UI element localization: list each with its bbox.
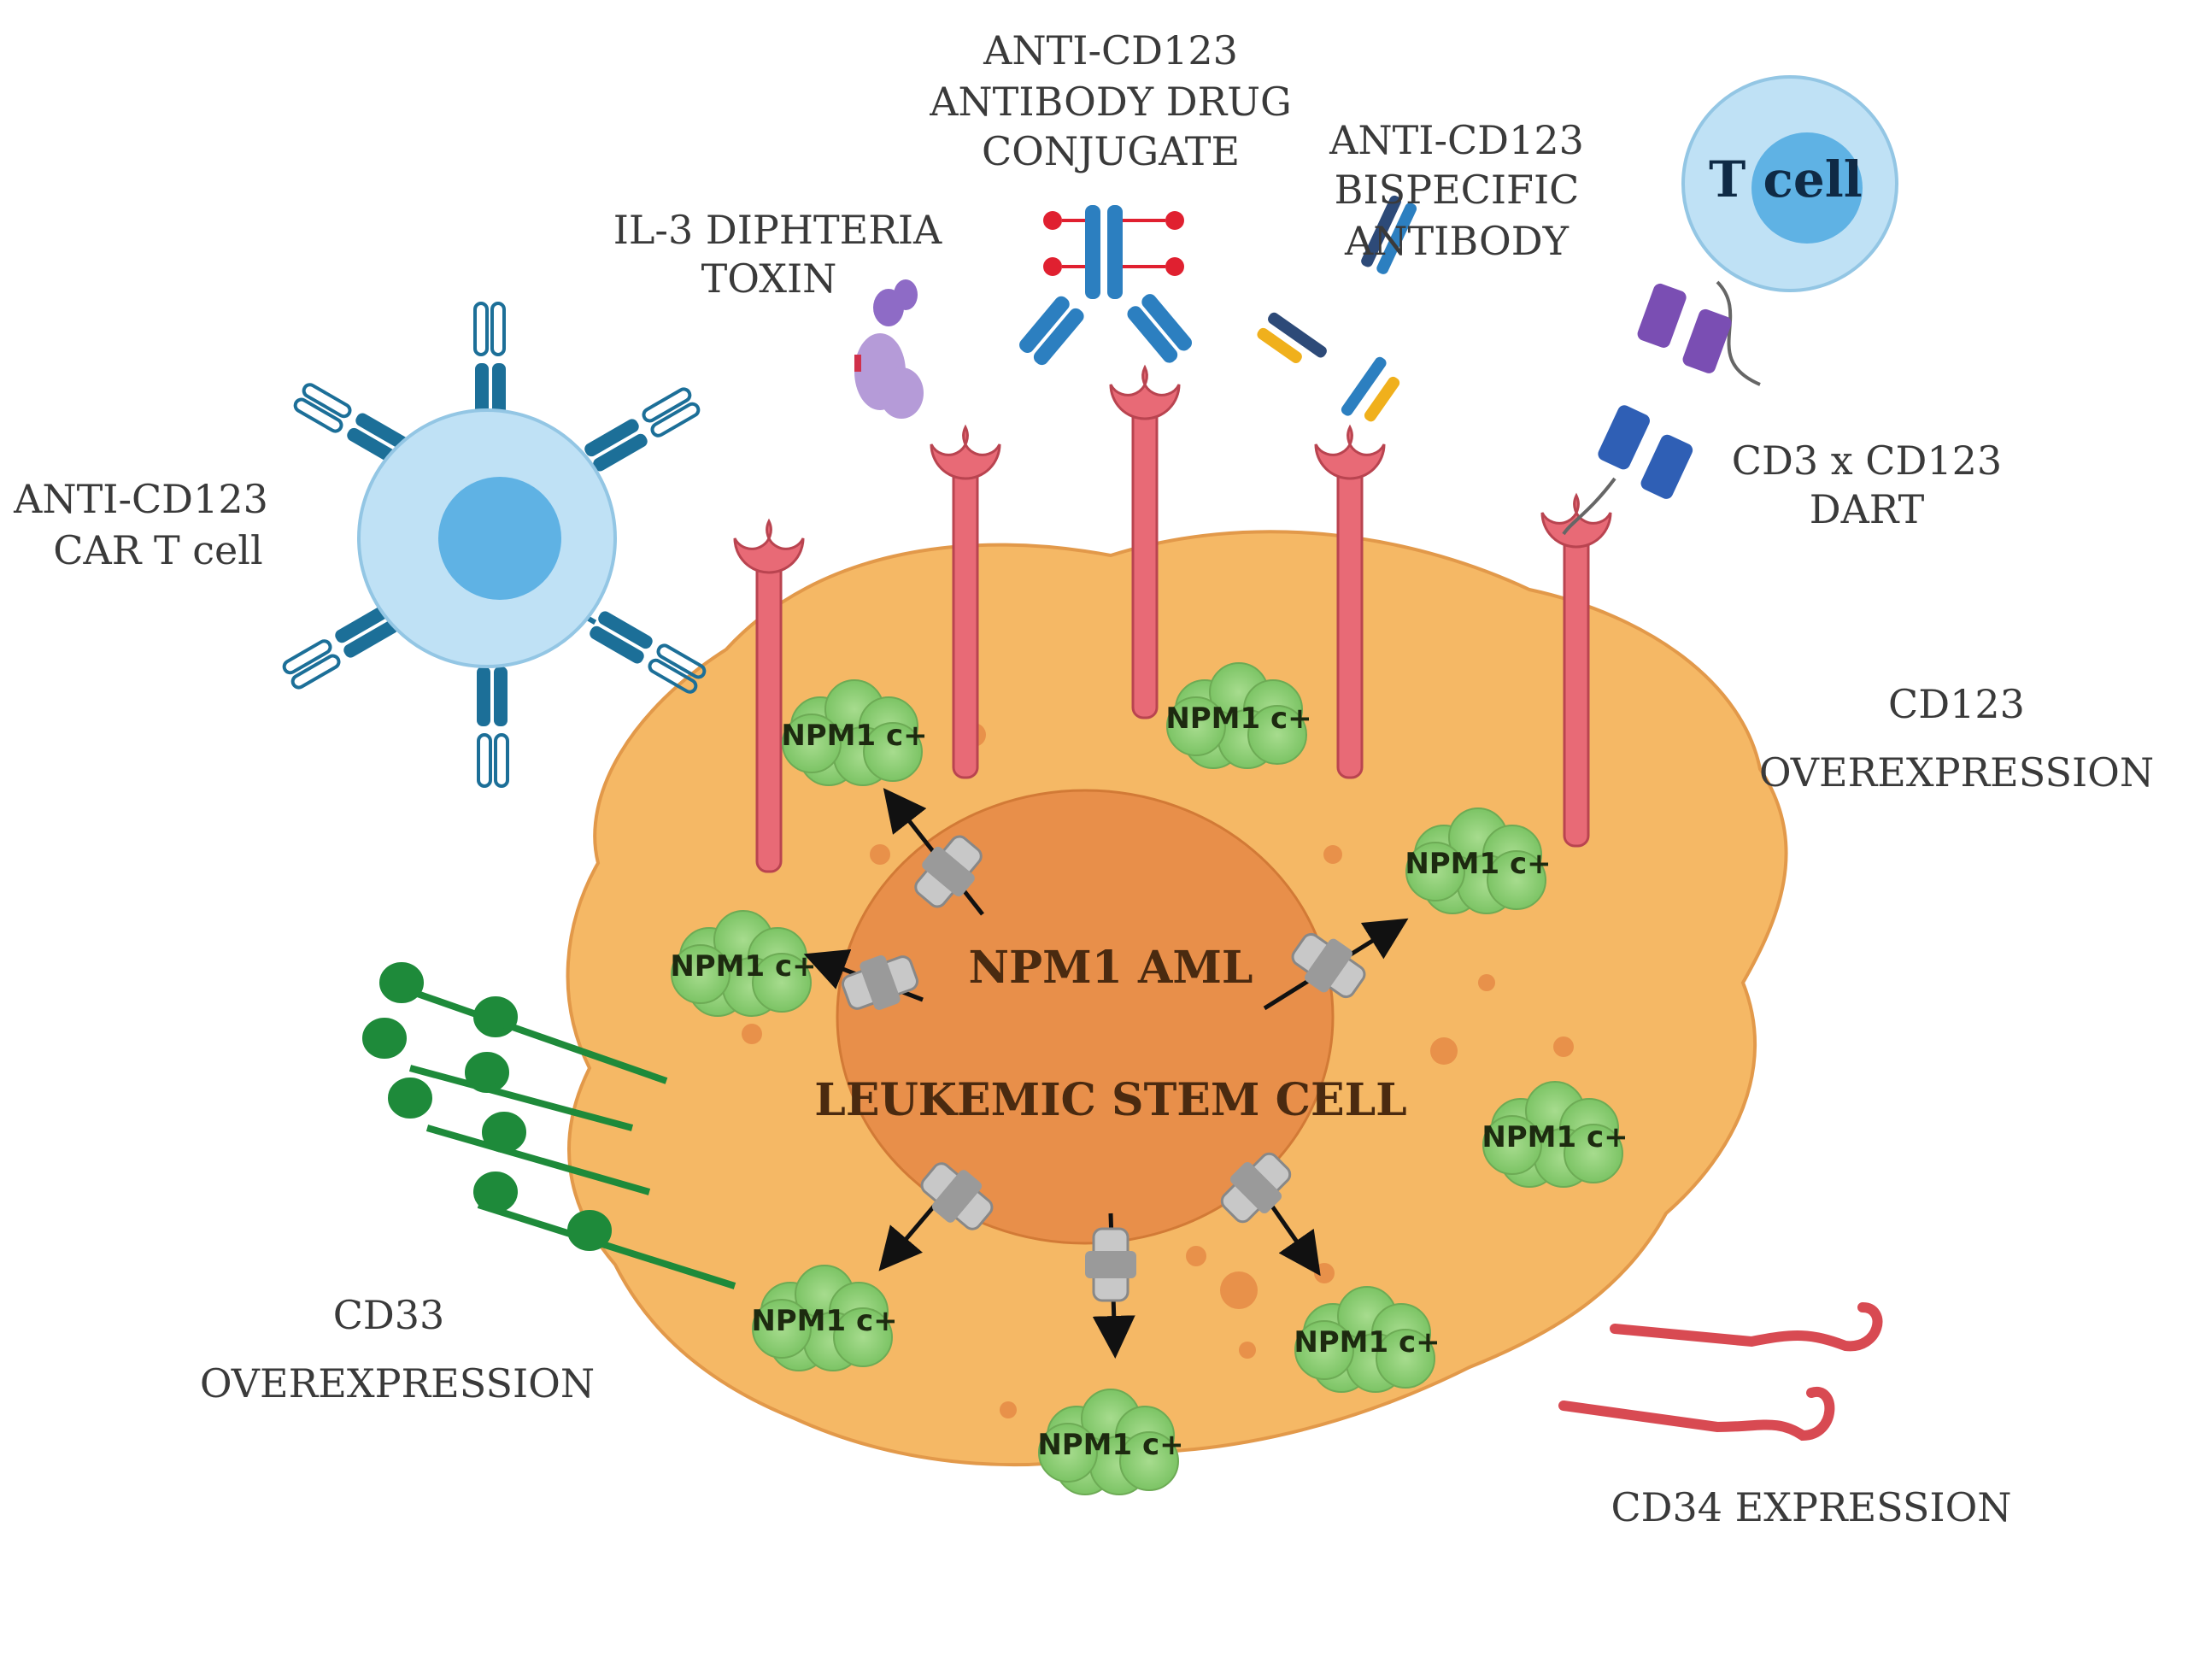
cd33-label-1: CD33 — [333, 1292, 445, 1338]
il3-toxin — [854, 279, 924, 419]
t-cell-label: T cell — [1709, 150, 1863, 208]
cd3-cd123-dart — [1562, 280, 1761, 536]
npm1-cluster: NPM1 c+ — [1482, 1081, 1628, 1188]
npm1-label: NPM1 c+ — [1294, 1325, 1440, 1359]
npm1-cluster: NPM1 c+ — [751, 1265, 898, 1371]
npm1-label: NPM1 c+ — [1405, 847, 1551, 881]
npm1-cluster: NPM1 c+ — [1037, 1389, 1184, 1495]
cd34-label: CD34 EXPRESSION — [1611, 1484, 2011, 1530]
npm1-label: NPM1 c+ — [1482, 1120, 1628, 1154]
bispecific-label-2: BISPECIFIC — [1335, 167, 1580, 213]
npm1-cluster: NPM1 c+ — [1165, 662, 1312, 769]
adc-label-1: ANTI-CD123 — [983, 27, 1238, 73]
bispecific-antibody — [1257, 195, 1417, 422]
cd33-label-2: OVEREXPRESSION — [200, 1360, 595, 1406]
npm1-label: NPM1 c+ — [1037, 1428, 1183, 1462]
bispecific-label-3: ANTIBODY — [1344, 218, 1570, 264]
bispecific-label-1: ANTI-CD123 — [1329, 117, 1584, 163]
npm1-clusters: NPM1 c+ NPM1 c+ NPM1 c+ NPM1 c+ NPM1 c+ NPM1 … — [670, 662, 1628, 1495]
car-t-cell — [281, 303, 707, 786]
npm1-label: NPM1 c+ — [751, 1304, 897, 1338]
car-t-label-1: ANTI-CD123 — [13, 476, 268, 522]
cd33-receptors — [362, 962, 736, 1289]
antibody-drug-conjugate — [1019, 205, 1193, 366]
il3-label-1: IL-3 DIPHTERIA — [613, 207, 942, 253]
cd123-label-1: CD123 — [1888, 681, 2025, 727]
npm1-cluster: NPM1 c+ — [1405, 807, 1552, 914]
cell-title: LEUKEMIC STEM CELL — [814, 1074, 1406, 1126]
car-t-label-2: CAR T cell — [53, 527, 262, 573]
il3-label-2: TOXIN — [701, 255, 837, 302]
npm1-label: NPM1 c+ — [1165, 702, 1311, 736]
npm1-label: NPM1 c+ — [670, 949, 816, 984]
dart-label-1: CD3 x CD123 — [1732, 437, 2002, 484]
cd34-receptors — [1558, 1302, 1883, 1442]
nucleus-title: NPM1 AML — [969, 942, 1253, 994]
adc-label-3: CONJUGATE — [982, 128, 1240, 174]
dart-label-2: DART — [1810, 486, 1925, 532]
cd123-label-2: OVEREXPRESSION — [1759, 749, 2154, 796]
npm1-cluster: NPM1 c+ — [1294, 1286, 1440, 1393]
nucleus — [836, 789, 1335, 1245]
npm1-label: NPM1 c+ — [781, 719, 927, 753]
t-cell — [1681, 75, 1898, 292]
npm1-cluster: NPM1 c+ — [670, 910, 817, 1017]
adc-label-2: ANTIBODY DRUG — [929, 79, 1292, 125]
npm1-cluster: NPM1 c+ — [781, 679, 928, 786]
